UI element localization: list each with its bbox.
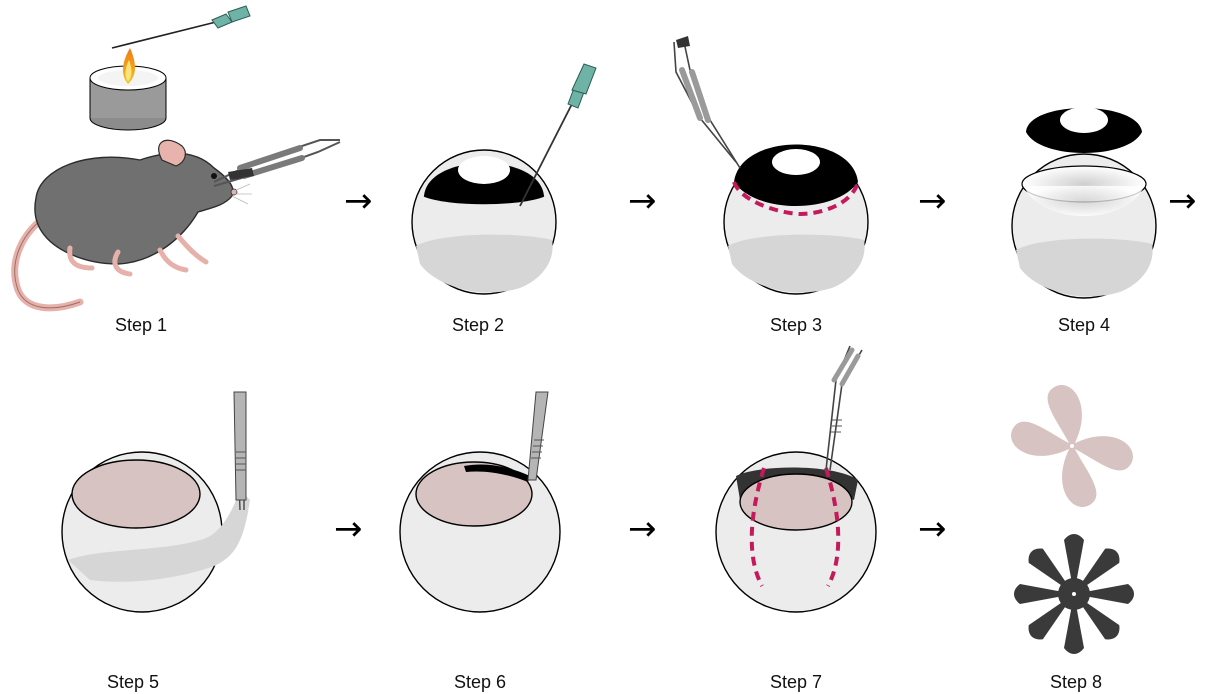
step-5-panel	[62, 392, 250, 612]
arrow-7-to-8: →	[918, 509, 947, 549]
arrow-6-to-7: →	[628, 509, 657, 549]
cornea-cap	[1026, 107, 1142, 153]
candle-icon	[90, 48, 166, 130]
forceps-icon	[528, 392, 548, 480]
arrow-3-to-4: →	[918, 181, 947, 221]
step-1-label: Step 1	[115, 315, 167, 335]
arrow-2-to-3: →	[628, 181, 657, 221]
needle-icon	[112, 6, 250, 48]
step-3-panel	[674, 36, 868, 294]
eyeball-icon	[1012, 154, 1156, 298]
eyecup-flatmount	[1014, 534, 1134, 654]
arrow-1-to-2: →	[344, 181, 373, 221]
eyeball-icon	[412, 150, 556, 294]
step-6-panel	[400, 392, 560, 612]
step-6-label: Step 6	[454, 672, 506, 692]
scissors-icon	[826, 346, 862, 470]
step-labels: Step 1 Step 2 Step 3 Step 4 Step 5 Step …	[107, 315, 1110, 692]
forceps-icon	[234, 392, 246, 510]
step-4-label: Step 4	[1058, 315, 1110, 335]
step-1-panel	[15, 6, 340, 308]
step-2-panel	[412, 64, 596, 294]
eyeball-icon	[716, 452, 876, 612]
step-7-panel	[716, 346, 876, 612]
retina-cup	[72, 460, 200, 528]
retina-flatmount	[1005, 379, 1139, 513]
eyeball-icon	[62, 452, 250, 612]
step-8-label: Step 8	[1050, 672, 1102, 692]
step-5-label: Step 5	[107, 672, 159, 692]
step-4-panel	[1012, 107, 1156, 298]
arrow-4-to-5: →	[1168, 181, 1197, 221]
step-7-label: Step 7	[770, 672, 822, 692]
needle-icon	[520, 64, 596, 206]
arrow-5-to-6: →	[334, 509, 363, 549]
step-3-label: Step 3	[770, 315, 822, 335]
eyeball-icon	[724, 145, 868, 295]
scissors-icon	[214, 140, 340, 186]
step-8-panel	[1005, 379, 1139, 654]
mouse-icon	[15, 140, 252, 308]
scissors-icon	[674, 36, 740, 168]
step-2-label: Step 2	[452, 315, 504, 335]
